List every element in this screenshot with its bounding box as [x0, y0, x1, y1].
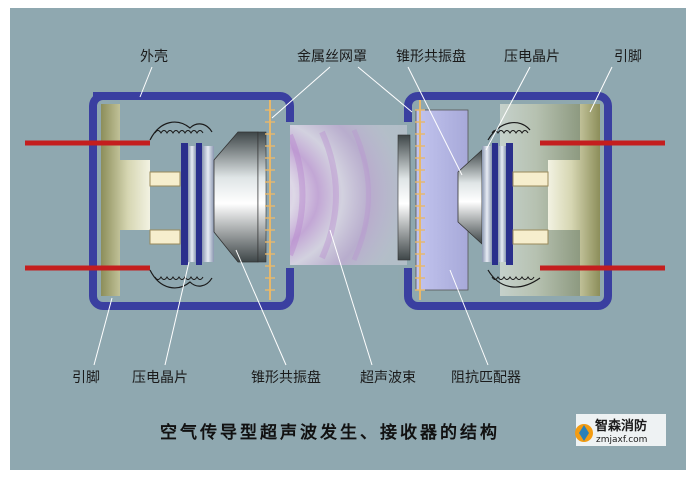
right-piezo-disc-4 [506, 143, 513, 265]
label-shell: 外壳 [140, 48, 168, 65]
label-cone-top: 锥形共振盘 [396, 48, 466, 65]
label-cone-bottom: 锥形共振盘 [251, 369, 321, 386]
watermark-logo-icon [575, 424, 593, 442]
right-shell-outline [404, 92, 612, 310]
left-pin-lower [149, 229, 181, 245]
right-pin-lower [512, 229, 549, 245]
right-piezo-disc-3 [498, 146, 506, 262]
left-transducer [25, 92, 294, 310]
diagram-caption: 空气传导型超声波发生、接收器的结构 [160, 422, 500, 443]
label-matcher: 阻抗匹配器 [451, 370, 521, 386]
left-piezo-disc-4 [202, 146, 214, 262]
label-piezo-bottom: 压电晶片 [132, 370, 188, 386]
label-beam: 超声波束 [360, 370, 416, 386]
right-base-block [548, 104, 600, 296]
left-piezo-disc-3 [196, 143, 202, 265]
left-base-block [101, 104, 150, 296]
left-piezo-disc-1 [181, 143, 188, 265]
label-mesh: 金属丝网罩 [297, 49, 367, 65]
leader-lines [93, 66, 613, 366]
label-piezo-top: 压电晶片 [504, 49, 560, 65]
label-pin-top: 引脚 [614, 49, 642, 65]
right-piezo-disc-1 [482, 146, 492, 262]
watermark-name: 智森消防 [595, 418, 647, 434]
right-pin-upper [512, 171, 549, 187]
watermark: 智森消防 zmjaxf.com [575, 414, 666, 446]
left-piezo-disc-2 [188, 146, 196, 262]
watermark-url: zmjaxf.com [596, 435, 647, 445]
label-pin-bottom: 引脚 [72, 370, 100, 386]
right-transducer [397, 92, 665, 310]
right-piezo-disc-2 [492, 143, 498, 265]
left-shell-outline [89, 92, 294, 310]
left-pin-upper [149, 171, 181, 187]
